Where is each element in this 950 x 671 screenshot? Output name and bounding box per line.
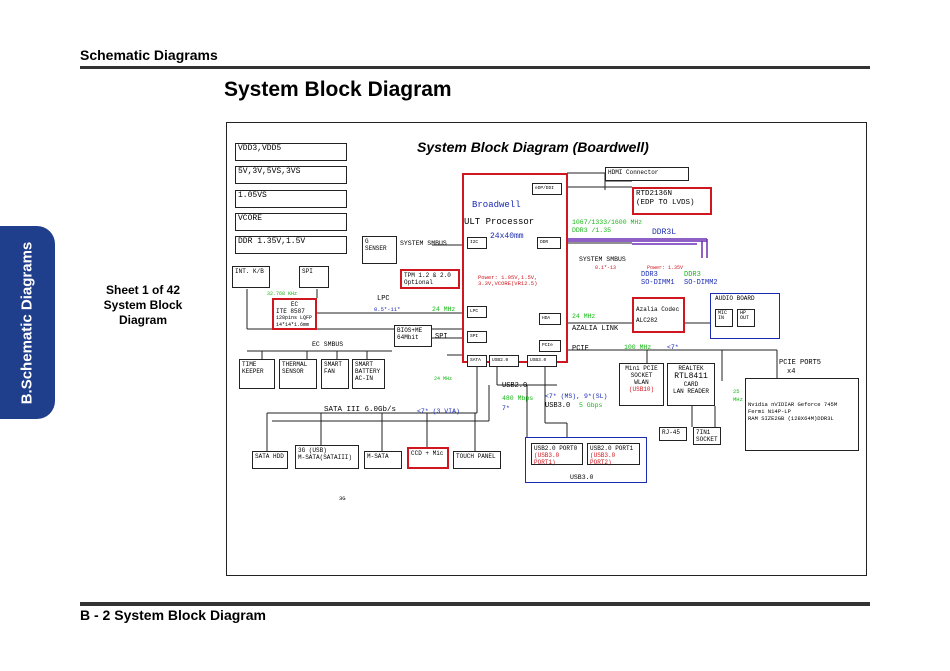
sheet-label: Sheet 1 of 42 System Block Diagram [88,283,198,328]
lpc-sub: 0.5*-11* [374,306,401,313]
usb2-speed: 480 Mbps [502,395,534,402]
cpu-power: Power: 1.05V,1.5V, 3.3V,VCORE(VR12.5) [478,274,538,287]
footer-text: B - 2 System Block Diagram [80,607,266,623]
port-ddr: DDR [537,237,561,249]
lpc-label: LPC [377,295,390,303]
pcie-lane: <7* [667,344,679,351]
rj45-jack: RJ-45 [659,427,687,441]
usb3-label: USB3.0 [545,402,571,410]
sata-label: SATA III 6.0Gb/s [324,406,397,414]
ddr-speed: 1067/1333/1600 MHz [572,219,643,226]
port-spi: SPI [467,331,487,343]
power-rail-5: DDR 1.35V,1.5V [235,236,347,254]
ddr-power: Power: 1.35V [647,265,684,271]
port-lpc: LPC [467,306,487,318]
dimm1-type: DDR3 [641,271,658,279]
azalia-link: AZALIA LINK [572,325,619,333]
sheet-line-2: System Block [103,298,183,312]
ec-smbus: EC SMBUS [312,341,344,348]
sata-hdd: SATA HDD [252,451,288,469]
header-title: Schematic Diagrams [80,47,218,63]
int-kb: INT. K/B [232,266,270,288]
usb2-label: USB2.0 [502,382,528,390]
port-usb3: USB3.0 [527,355,557,367]
dimm1-name: SO-DIMM1 [641,279,675,287]
port-hda: HDA [539,313,561,325]
azalia-clock: 24 MHz [572,313,596,320]
power-rail-2: 5V,3V,5VS,3VS [235,166,347,184]
spi-label: SPI [435,333,448,341]
touch-panel: TOUCH PANEL [453,451,501,469]
power-rail-4: VCORE [235,213,347,231]
hdmi-connector: HDMI Connector [605,167,689,181]
ddr-vref: 0.1*-13 [595,265,617,271]
ccd-mic: CCD + Mic [407,447,449,469]
port-pcie: PCIe [539,340,561,352]
usb-port-0: USB2.0 PORT0(USB3.0 PORT1) [531,443,583,466]
msata: M-SATA [364,451,402,469]
usb3-speed: 5 Gbps [579,402,603,409]
block-diagram: System Block Diagram (Boardwell) VDD3,VD… [226,122,867,576]
power-rail-3: 1.05VS [235,190,347,208]
footer-rule [80,602,870,606]
port-sata: SATA [467,355,487,367]
dimm2-type: DDR3 [684,271,701,279]
bottom-3g: 3G [339,495,346,502]
dimm2-name: SO-DIMM2 [684,279,718,287]
cpu-size: 24x40mm [490,232,524,241]
sata-via: <7* (3 VIA) [417,408,460,415]
sata-clock: 24 MHz [434,376,453,382]
cpu-subtitle: ULT Processor [464,217,535,227]
spi-flash: SPI [299,266,329,288]
port-i2c: I2C [467,237,487,249]
usb2-lane: 7* [502,405,510,412]
msata-3g: 3G (USB) M-SATA(SATAIII) [295,445,359,469]
system-smbus-left: SYSTEM SMBUS [400,240,447,247]
sheet-line-3: Diagram [118,313,168,327]
system-smbus-right: SYSTEM SMBUS [579,256,626,263]
diagram-title: System Block Diagram (Boardwell) [417,139,649,155]
ddr3l-label: DDR3L [652,228,677,237]
page-title: System Block Diagram [224,78,452,101]
ddr-voltage: DDR3 /1.35 [572,227,612,234]
sheet-line-1: Sheet 1 of 42 [105,283,181,297]
pcie-clock: 100 MHz [624,344,652,351]
cpu-name: Broadwell [472,200,521,210]
rtd-bridge: RTD2136N(EDP TO LVDS) [632,187,712,215]
section-tab[interactable]: B.Schematic Diagrams [0,226,55,419]
header-rule [80,66,870,69]
power-rail-1: VDD3,VDD5 [235,143,347,161]
pcie-label: PCIE [572,345,589,353]
ec-clock: 32.768 KHz [267,291,298,297]
port-usb2: USB2.0 [489,355,519,367]
usb3-note: <7* (MS), 9*(SL) [545,393,608,400]
lpc-clock: 24 MHz [432,306,456,313]
section-tab-label: B.Schematic Diagrams [18,241,36,405]
usb-port-1: USB2.0 PORT1(USB3.0 PORT2) [587,443,640,466]
port-edp: eDP/DDI [532,183,562,195]
